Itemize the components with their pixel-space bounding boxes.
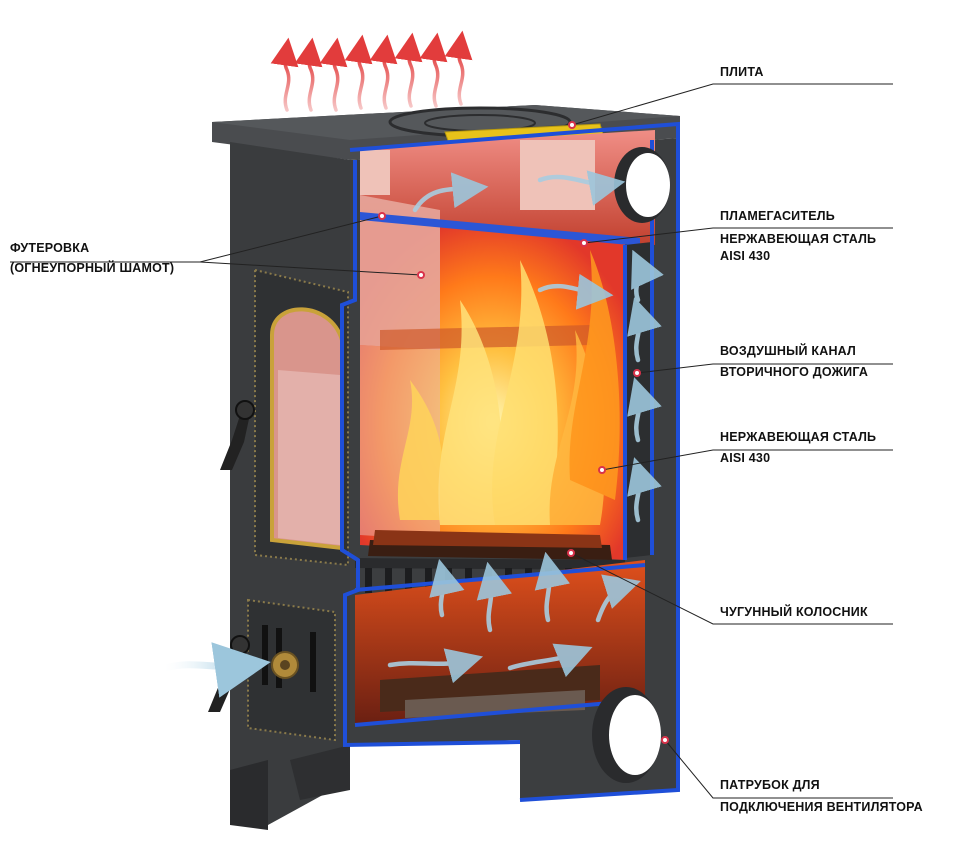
label-kanal: ВОЗДУШНЫЙ КАНАЛ ВТОРИЧНОГО ДОЖИГА bbox=[720, 343, 868, 381]
label-futerovka: ФУТЕРОВКА (ОГНЕУПОРНЫЙ ШАМОТ) bbox=[10, 240, 174, 277]
firebrick-lining bbox=[360, 195, 440, 350]
label-plita: ПЛИТА bbox=[720, 64, 764, 81]
leader-plamegasitel bbox=[583, 227, 893, 244]
label-plamegasitel-line-3: AISI 430 bbox=[720, 249, 771, 263]
leader-kanal bbox=[636, 363, 893, 374]
leader-stal bbox=[601, 449, 893, 471]
stove-cutaway bbox=[340, 121, 680, 802]
heat-arrows bbox=[270, 30, 473, 112]
label-plamegasitel: ПЛАМЕГАСИТЕЛЬ НЕРЖАВЕЮЩАЯ СТАЛЬ AISI 430 bbox=[720, 208, 876, 265]
label-stal-line-1: НЕРЖАВЕЮЩАЯ СТАЛЬ bbox=[720, 430, 877, 444]
leader-lines bbox=[10, 83, 893, 799]
flame-baffle bbox=[360, 212, 640, 246]
flue-outlet bbox=[614, 147, 670, 223]
label-kolosnik-line-1: ЧУГУННЫЙ КОЛОСНИК bbox=[720, 605, 868, 619]
leader-plita bbox=[571, 83, 893, 126]
label-patrubok: ПАТРУБОК ДЛЯ ПОДКЛЮЧЕНИЯ ВЕНТИЛЯТОРА bbox=[720, 777, 923, 816]
label-kolosnik: ЧУГУННЫЙ КОЛОСНИК bbox=[720, 604, 868, 621]
leader-futerovka-2 bbox=[199, 261, 422, 276]
label-plamegasitel-line-1: ПЛАМЕГАСИТЕЛЬ bbox=[720, 209, 835, 223]
callout-markers bbox=[378, 121, 669, 744]
label-kanal-line-1: ВОЗДУШНЫЙ КАНАЛ bbox=[720, 344, 857, 358]
label-stal-line-2: AISI 430 bbox=[720, 451, 771, 465]
label-plamegasitel-line-2: НЕРЖАВЕЮЩАЯ СТАЛЬ bbox=[720, 232, 877, 246]
fan-connection-pipe bbox=[592, 687, 661, 783]
flames bbox=[397, 250, 620, 525]
label-kanal-line-2: ВТОРИЧНОГО ДОЖИГА bbox=[720, 365, 869, 379]
label-plita-line-1: ПЛИТА bbox=[720, 65, 764, 79]
air-flow-arrows bbox=[387, 170, 664, 684]
leader-kolosnik bbox=[570, 552, 893, 625]
label-futerovka-line-1: ФУТЕРОВКА bbox=[10, 241, 90, 255]
label-patrubok-line-2: ПОДКЛЮЧЕНИЯ ВЕНТИЛЯТОРА bbox=[720, 800, 923, 814]
intake-air-arrow bbox=[161, 642, 271, 698]
leader-patrubok bbox=[664, 739, 893, 799]
label-futerovka-line-2: (ОГНЕУПОРНЫЙ ШАМОТ) bbox=[10, 261, 175, 275]
label-stal: НЕРЖАВЕЮЩАЯ СТАЛЬ AISI 430 bbox=[720, 429, 876, 467]
label-patrubok-line-1: ПАТРУБОК ДЛЯ bbox=[720, 778, 820, 792]
